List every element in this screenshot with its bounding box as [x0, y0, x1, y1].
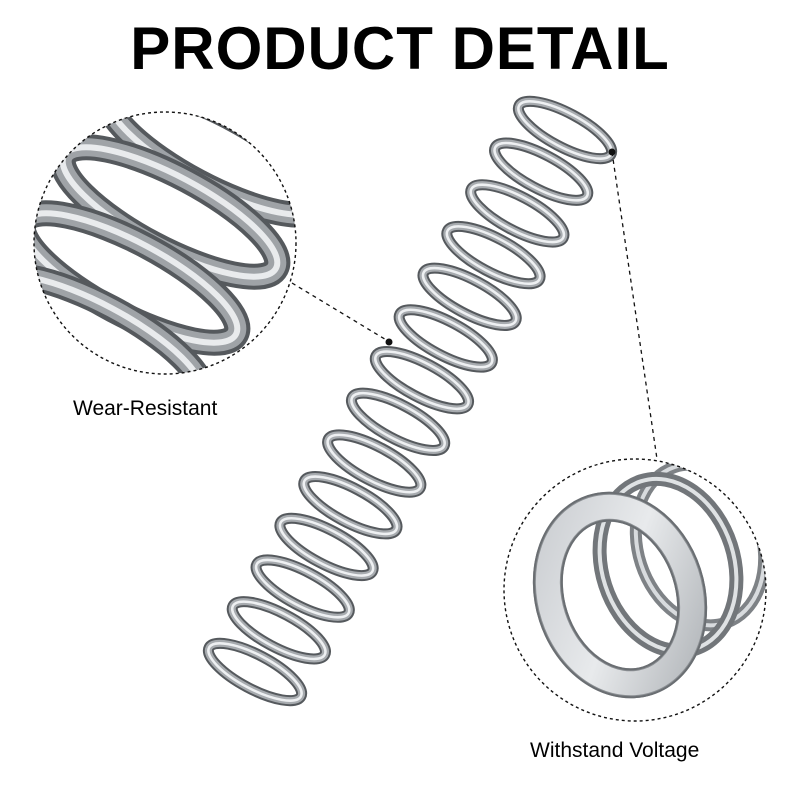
spring-coil: [274, 512, 379, 582]
leader-lines: [291, 151, 658, 460]
spring-coil: [512, 95, 618, 165]
spring-coil: [489, 137, 594, 206]
leader-dots: [385, 148, 616, 346]
spring-coil: [202, 637, 308, 707]
withstand-voltage-label: Withstand Voltage: [530, 739, 700, 762]
spring-coil: [465, 179, 570, 248]
wear-resistant-detail-circle: [33, 111, 297, 375]
spring-coil: [441, 220, 546, 290]
withstand-voltage-detail-circle: [503, 458, 767, 722]
spring-coil: [250, 554, 355, 623]
spring-coil: [369, 345, 475, 415]
spring-coil: [298, 471, 403, 540]
page-title: PRODUCT DETAIL: [130, 15, 670, 82]
spring-coil: [393, 304, 498, 373]
spring-main: [202, 95, 618, 707]
wear-resistant-label: Wear-Resistant: [73, 397, 218, 420]
spring-coil: [226, 596, 331, 665]
spring-coil: [345, 387, 451, 457]
spring-coil: [417, 262, 522, 331]
spring-coil: [322, 429, 427, 498]
